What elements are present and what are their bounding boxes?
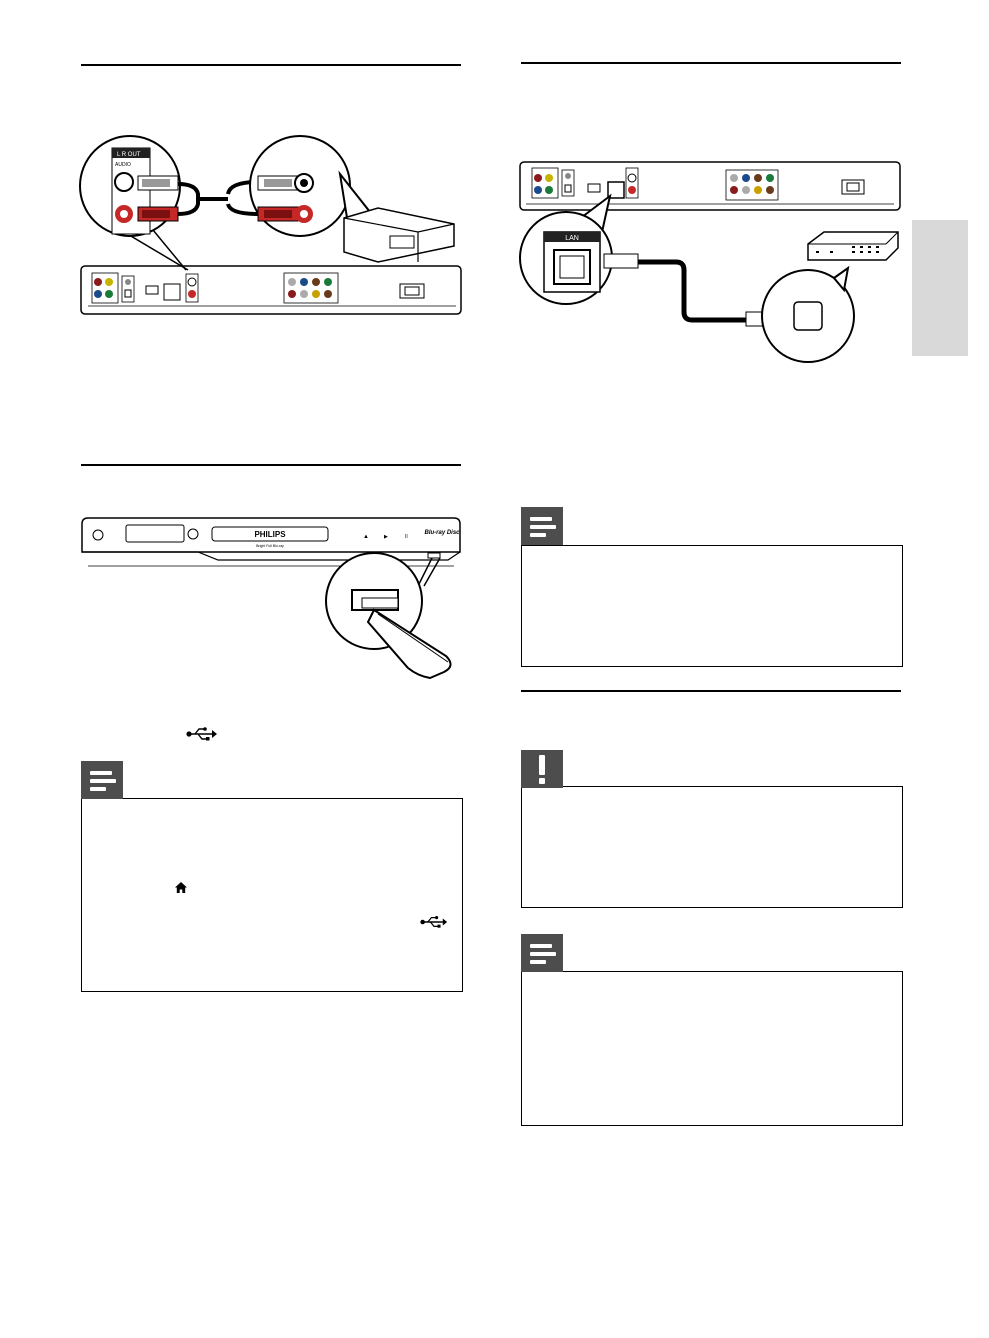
- note-box-usb: [81, 798, 463, 992]
- brand-label: PHILIPS: [254, 530, 286, 539]
- pause-symbol: II: [405, 534, 408, 540]
- audio-panel-label: L R OUT: [117, 152, 141, 158]
- note-box-lan: [521, 545, 903, 667]
- note-icon: [81, 761, 123, 799]
- section-rule-usb: [81, 464, 461, 466]
- section-rule-audio: [81, 64, 461, 66]
- play-symbol: ▶: [384, 534, 388, 540]
- lan-connection-diagram: LAN: [519, 161, 901, 363]
- note-icon: [521, 507, 563, 545]
- section-rule-power: [521, 690, 901, 692]
- player-front-panel: PHILIPS Bright Full Blu-ray ▲ ▶ II Blu-r…: [81, 517, 461, 567]
- note-box-power: [521, 971, 903, 1126]
- home-icon: [175, 882, 187, 893]
- eject-symbol: ▲: [363, 534, 369, 540]
- usb-icon: [420, 916, 448, 928]
- player-rear-panel-lan: [519, 161, 901, 211]
- usb-icon: [186, 727, 217, 741]
- side-tab: [912, 220, 968, 356]
- tagline-label: Bright Full Blu-ray: [256, 544, 284, 548]
- audio-panel-sublabel: AUDIO: [115, 162, 131, 168]
- bluray-logo: Blu-ray Disc: [424, 530, 460, 536]
- player-rear-panel: [80, 265, 462, 315]
- note-icon: [521, 934, 563, 972]
- audio-connection-diagram: L R OUT AUDIO: [79, 135, 462, 315]
- caution-box: [521, 786, 903, 908]
- lan-port-label: LAN: [565, 235, 579, 242]
- section-rule-lan: [521, 62, 901, 64]
- usb-connection-diagram: PHILIPS Bright Full Blu-ray ▲ ▶ II Blu-r…: [81, 517, 461, 680]
- caution-icon: [521, 750, 563, 788]
